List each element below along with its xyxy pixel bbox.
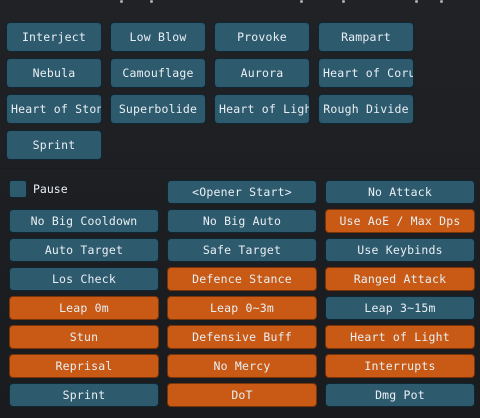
toggle-leap-0m[interactable]: Leap 0m (9, 296, 159, 320)
action-button-low-blow[interactable]: Low Blow (110, 22, 206, 52)
toggle-defensive-buff[interactable]: Defensive Buff (167, 325, 317, 349)
toggle-sprint[interactable]: Sprint (9, 383, 159, 407)
action-button-interject[interactable]: Interject (6, 22, 102, 52)
toggle-defence-stance[interactable]: Defence Stance (167, 267, 317, 291)
toggle-safe-target[interactable]: Safe Target (167, 238, 317, 262)
action-button-heart-of-ston[interactable]: Heart of Ston (6, 94, 102, 124)
section-divider (0, 168, 480, 169)
action-button-nebula[interactable]: Nebula (6, 58, 102, 88)
toggle-leap-0-3m[interactable]: Leap 0~3m (167, 296, 317, 320)
toggle-no-big-auto[interactable]: No Big Auto (167, 209, 317, 233)
toggle-reprisal[interactable]: Reprisal (9, 354, 159, 378)
action-button-camouflage[interactable]: Camouflage (110, 58, 206, 88)
toggle-no-big-cooldown[interactable]: No Big Cooldown (9, 209, 159, 233)
toggle-no-attack[interactable]: No Attack (325, 180, 475, 204)
toggle-los-check[interactable]: Los Check (9, 267, 159, 291)
action-button-heart-of-ligh[interactable]: Heart of Ligh (214, 94, 310, 124)
toggle-dmg-pot[interactable]: Dmg Pot (325, 383, 475, 407)
window-drag-dots (0, 0, 480, 4)
toggle-use-aoe-max-dps[interactable]: Use AoE / Max Dps (325, 209, 475, 233)
toggle-ranged-attack[interactable]: Ranged Attack (325, 267, 475, 291)
toggle-heart-of-light[interactable]: Heart of Light (325, 325, 475, 349)
toggle-dot[interactable]: DoT (167, 383, 317, 407)
toggle-use-keybinds[interactable]: Use Keybinds (325, 238, 475, 262)
action-button-provoke[interactable]: Provoke (214, 22, 310, 52)
toggle-stun[interactable]: Stun (9, 325, 159, 349)
pause-label: Pause (33, 182, 68, 196)
toggle-no-mercy[interactable]: No Mercy (167, 354, 317, 378)
action-button-aurora[interactable]: Aurora (214, 58, 310, 88)
action-button-superbolide[interactable]: Superbolide (110, 94, 206, 124)
action-button-rough-divide[interactable]: Rough Divide (318, 94, 414, 124)
pause-checkbox[interactable] (9, 180, 27, 198)
action-button-heart-of-coru[interactable]: Heart of Coru (318, 58, 414, 88)
action-button-rampart[interactable]: Rampart (318, 22, 414, 52)
toggle-leap-3-15m[interactable]: Leap 3~15m (325, 296, 475, 320)
toggle-opener-start[interactable]: <Opener Start> (167, 180, 317, 204)
action-button-sprint[interactable]: Sprint (6, 130, 102, 160)
toggle-interrupts[interactable]: Interrupts (325, 354, 475, 378)
toggle-auto-target[interactable]: Auto Target (9, 238, 159, 262)
